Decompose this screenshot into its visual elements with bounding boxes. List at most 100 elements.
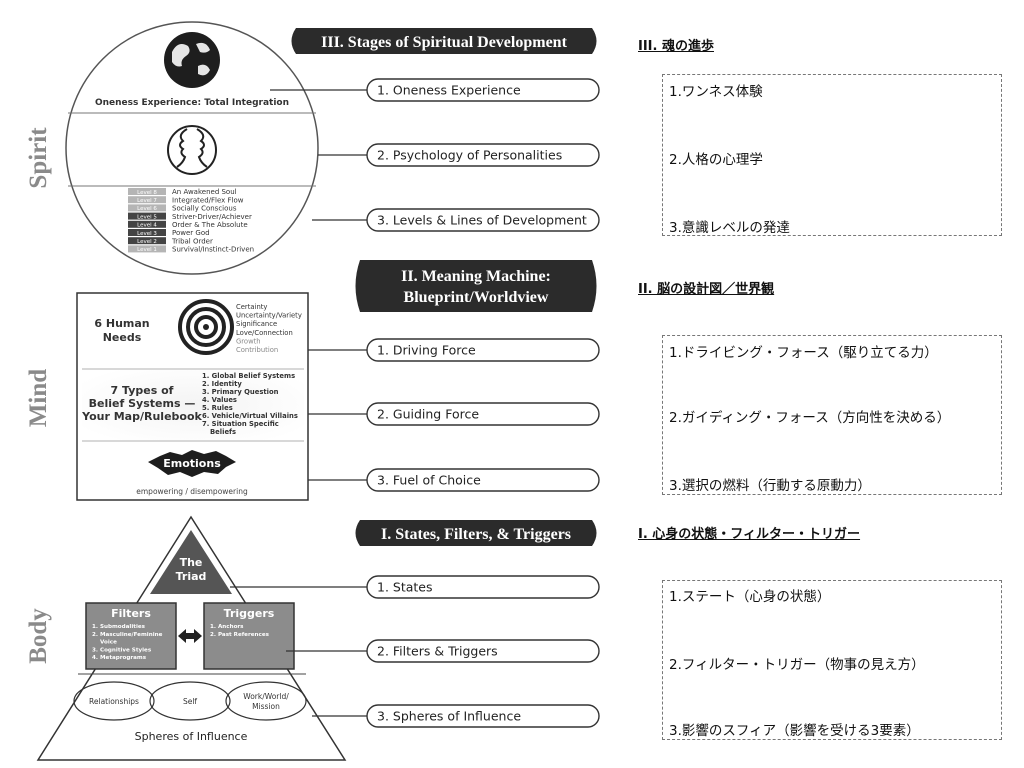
mind-frame bbox=[76, 292, 309, 501]
jp-item: 1.ステート（心身の状態） bbox=[669, 589, 831, 605]
side-label-spirit: Spirit bbox=[25, 127, 52, 189]
emotions-label: Emotions bbox=[163, 457, 221, 470]
jp-box-mind: 1.ドライビング・フォース（駆り立てる力） 2.ガイディング・フォース（方向性を… bbox=[662, 335, 1002, 495]
step-label: 1. Driving Force bbox=[377, 343, 476, 358]
jp-item: 3.意識レベルの発達 bbox=[669, 220, 790, 236]
belief-item: 2. Identity bbox=[202, 380, 242, 388]
jp-item: 2.人格の心理学 bbox=[669, 152, 763, 168]
filters-title: Filters bbox=[111, 607, 151, 620]
level-badge bbox=[128, 188, 166, 195]
banner-mind-text-2: Blueprint/Worldview bbox=[404, 289, 549, 306]
level-badge-label: Level 7 bbox=[137, 198, 157, 204]
belief-item: 5. Rules bbox=[202, 404, 233, 412]
emotions-burst bbox=[148, 450, 236, 477]
sphere-work: Work/World/ bbox=[243, 692, 289, 701]
trigger-item: 1. Anchors bbox=[210, 624, 244, 630]
banner-spirit bbox=[291, 28, 597, 54]
level-text: Survival/Instinct-Driven bbox=[172, 246, 254, 254]
belief-item: Beliefs bbox=[210, 428, 236, 436]
jp-item: 2.フィルター・トリガー（物事の見え方） bbox=[669, 657, 925, 673]
step-label: 2. Guiding Force bbox=[377, 407, 479, 422]
banner-body bbox=[355, 520, 597, 546]
needs-list: CertaintyUncertainty/VarietySignificance… bbox=[236, 303, 302, 354]
filter-item: Voice bbox=[100, 640, 117, 646]
triggers-box bbox=[203, 602, 295, 670]
need-item: Contribution bbox=[236, 346, 278, 354]
jp-item: 1.ドライビング・フォース（駆り立てる力） bbox=[669, 345, 938, 361]
step-pill bbox=[366, 78, 600, 102]
triad-label: The bbox=[180, 556, 203, 569]
level-badge-label: Level 5 bbox=[137, 214, 157, 220]
step-label: 1. Oneness Experience bbox=[377, 83, 521, 98]
level-text: Integrated/Flex Flow bbox=[172, 196, 244, 204]
triad-label-2: Triad bbox=[176, 570, 207, 583]
beliefs-title: 7 Types of Belief Systems — Your Map/Rul… bbox=[81, 384, 202, 423]
need-item: Significance bbox=[236, 320, 277, 328]
side-label-mind: Mind bbox=[25, 369, 52, 427]
level-text: Tribal Order bbox=[171, 237, 213, 245]
step-pill bbox=[366, 468, 600, 492]
step-label: 3. Levels & Lines of Development bbox=[377, 213, 587, 228]
sphere-self: Self bbox=[183, 697, 197, 706]
level-text: An Awakened Soul bbox=[172, 188, 237, 196]
level-badge bbox=[128, 196, 166, 204]
belief-item: 1. Global Belief Systems bbox=[202, 372, 295, 380]
jp-item: 3.選択の燃料（行動する原動力） bbox=[669, 478, 871, 494]
globe-caption: Oneness Experience: Total Integration bbox=[95, 98, 289, 108]
spheres-caption: Spheres of Influence bbox=[135, 730, 248, 743]
step-pill bbox=[366, 143, 600, 167]
step-pill bbox=[366, 402, 600, 426]
level-badge-label: Level 6 bbox=[137, 206, 157, 212]
spheres-ellipses bbox=[73, 681, 307, 721]
banner-spirit-text: III. Stages of Spiritual Development bbox=[321, 34, 567, 51]
step-label: 1. States bbox=[377, 580, 433, 595]
triggers-title: Triggers bbox=[224, 607, 275, 620]
jp-item: 3.影響のスフィア（影響を受ける3要素） bbox=[669, 723, 920, 739]
step-label: 3. Fuel of Choice bbox=[377, 473, 481, 488]
level-badge bbox=[128, 245, 166, 253]
level-badge-label: Level 4 bbox=[137, 223, 157, 229]
filter-item: 3. Cognitive Styles bbox=[92, 647, 152, 653]
needs-title-2: Needs bbox=[103, 331, 142, 344]
step-pill bbox=[366, 704, 600, 728]
need-item: Love/Connection bbox=[236, 329, 293, 337]
level-badge bbox=[128, 204, 166, 212]
level-text: Power God bbox=[172, 229, 210, 237]
faces-icon bbox=[167, 125, 217, 175]
filter-item: 4. Metaprograms bbox=[92, 655, 147, 661]
step-pill bbox=[366, 338, 600, 362]
jp-box-body: 1.ステート（心身の状態） 2.フィルター・トリガー（物事の見え方） 3.影響の… bbox=[662, 580, 1002, 740]
needs-title: 6 Human bbox=[94, 317, 149, 330]
level-badge-label: Level 3 bbox=[137, 231, 157, 237]
globe-icon bbox=[164, 32, 220, 88]
emotions-caption: empowering / disempowering bbox=[136, 487, 248, 496]
level-badge-label: Level 1 bbox=[137, 247, 157, 253]
banner-body-text: I. States, Filters, & Triggers bbox=[381, 526, 571, 543]
jp-box-spirit: 1.ワンネス体験 2.人格の心理学 3.意識レベルの発達 bbox=[662, 74, 1002, 236]
level-badge bbox=[128, 212, 166, 220]
banner-mind bbox=[355, 260, 597, 312]
jp-title-spirit: III. 魂の進歩 bbox=[638, 39, 714, 54]
step-label: 3. Spheres of Influence bbox=[377, 709, 521, 724]
triggers-list: 1. Anchors 2. Past References bbox=[210, 624, 270, 638]
jp-title-body: I. 心身の状態・フィルター・トリガー bbox=[638, 527, 861, 542]
target-icon bbox=[178, 299, 234, 355]
level-badge bbox=[128, 220, 166, 228]
trigger-item: 2. Past References bbox=[210, 632, 270, 638]
level-text: Order & The Absolute bbox=[172, 221, 248, 229]
sphere-relationships: Relationships bbox=[89, 697, 139, 706]
beliefs-title-line: Your Map/Rulebook bbox=[81, 410, 202, 423]
filters-box bbox=[85, 602, 177, 670]
level-text: Striver-Driver/Achiever bbox=[172, 213, 252, 221]
side-label-body: Body bbox=[25, 608, 52, 664]
level-badge-label: Level 2 bbox=[137, 239, 157, 245]
level-badge-label: Level 8 bbox=[137, 190, 157, 196]
beliefs-title-line: 7 Types of bbox=[111, 384, 174, 397]
filter-item: 1. Submodalities bbox=[92, 624, 146, 630]
banner-mind-text: II. Meaning Machine: bbox=[401, 268, 551, 285]
model-diagram: Spirit Oneness Experience: Total Integra… bbox=[25, 21, 600, 761]
